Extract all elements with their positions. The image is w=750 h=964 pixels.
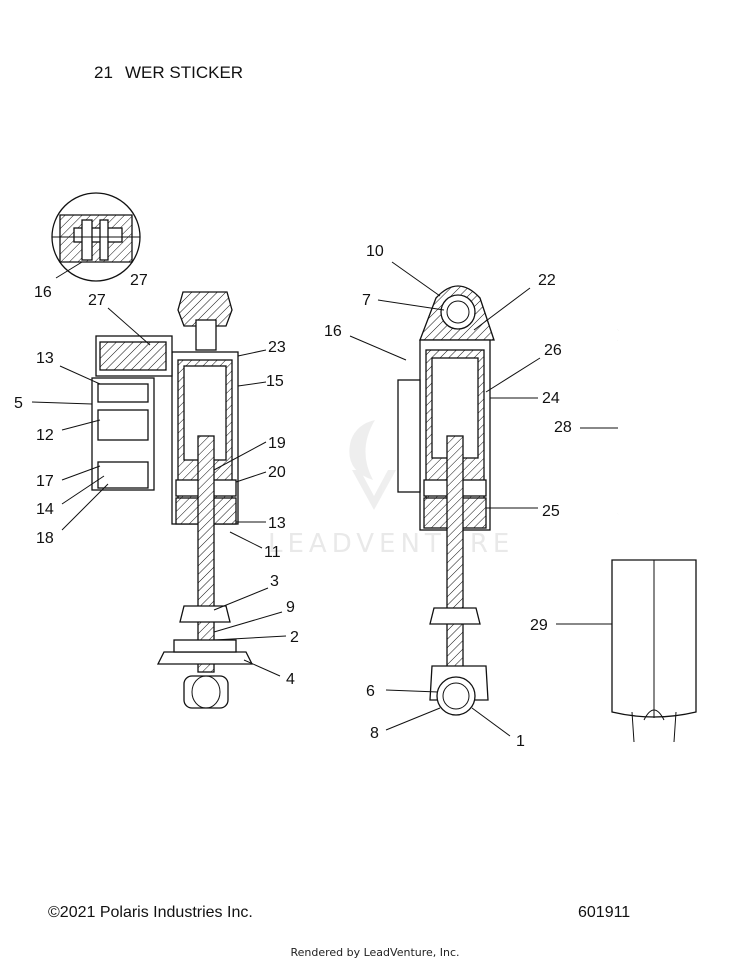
callout-18: 18: [36, 530, 54, 547]
callout-1: 1: [516, 733, 525, 750]
callout-27: 27: [88, 292, 106, 309]
callout-3: 3: [270, 573, 279, 590]
callout-4: 4: [286, 671, 295, 688]
callout-10: 10: [366, 243, 384, 260]
shock-cover: [611, 559, 697, 743]
diagram-number: 601911: [578, 904, 631, 921]
callout-24: 24: [542, 390, 560, 407]
coil-spring: [617, 324, 694, 517]
callout-6: 6: [366, 683, 375, 700]
left-reservoir: [91, 335, 173, 491]
callout-23: 23: [268, 339, 286, 356]
callout-20: 20: [268, 464, 286, 481]
copyright: ©2021 Polaris Industries Inc.: [48, 904, 253, 921]
header-item-number: 21: [94, 63, 113, 82]
callout-22: 22: [538, 272, 556, 289]
callout-14: 14: [36, 501, 54, 518]
callout-12: 12: [36, 427, 54, 444]
leader-lines: [31, 261, 618, 737]
callout-26: 26: [544, 342, 562, 359]
callout-15: 15: [266, 373, 284, 390]
callout-13: 13: [36, 350, 54, 367]
header-item-label: WER STICKER: [125, 63, 244, 82]
callout-25: 25: [542, 503, 560, 520]
detail-view-circle: [51, 192, 141, 282]
callout-7: 7: [362, 292, 371, 309]
right-shock-assembly: [397, 285, 495, 716]
callout-19: 19: [268, 435, 286, 452]
watermark-logo: [349, 420, 396, 510]
callout-13: 13: [268, 515, 286, 532]
callout-9: 9: [286, 599, 295, 616]
callout-16: 16: [324, 323, 342, 340]
callout-29: 29: [530, 617, 548, 634]
callout-labels: 16 27 27 13 5 12 17 14 18 23 15 19 20 13…: [14, 243, 572, 750]
left-shock-assembly: [156, 291, 254, 709]
callout-17: 17: [36, 473, 54, 490]
callout-8: 8: [370, 725, 379, 742]
callout-5: 5: [14, 395, 23, 412]
rendered-by: Rendered by LeadVenture, Inc.: [290, 946, 460, 959]
callout-11: 11: [264, 544, 281, 561]
callout-28: 28: [554, 419, 572, 436]
watermark-text: LEADVENTURE: [268, 529, 514, 559]
callout-16: 16: [34, 284, 52, 301]
callout-27: 27: [130, 272, 148, 289]
callout-2: 2: [290, 629, 299, 646]
